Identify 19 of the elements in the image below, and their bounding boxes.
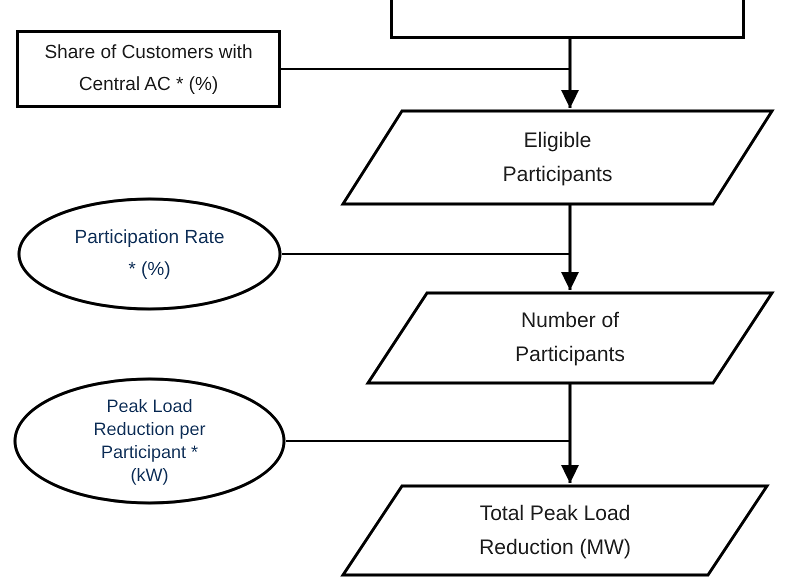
input-ellipse	[16, 196, 283, 312]
node-label: Share of Customers with Central AC * (%)	[43, 41, 254, 97]
node-label: Participation Rate * (%)	[74, 226, 224, 282]
node-label: Peak Load Reduction per Participant * (kW)	[92, 395, 207, 487]
node-label: Eligible Participants	[502, 128, 614, 188]
arrow	[561, 37, 579, 108]
data-parallelogram	[340, 483, 770, 578]
arrow	[561, 384, 579, 483]
arrow	[286, 440, 576, 483]
data-parallelogram	[340, 108, 775, 207]
arrow	[561, 205, 579, 290]
node-label: Total Peak Load Reduction (MW)	[478, 500, 632, 560]
process-box	[16, 30, 281, 108]
arrow	[282, 253, 576, 290]
data-parallelogram	[365, 290, 775, 386]
node-label: Number of Participants	[514, 308, 626, 368]
input-ellipse	[12, 376, 287, 506]
arrow	[280, 68, 576, 108]
process-box	[390, 0, 745, 39]
